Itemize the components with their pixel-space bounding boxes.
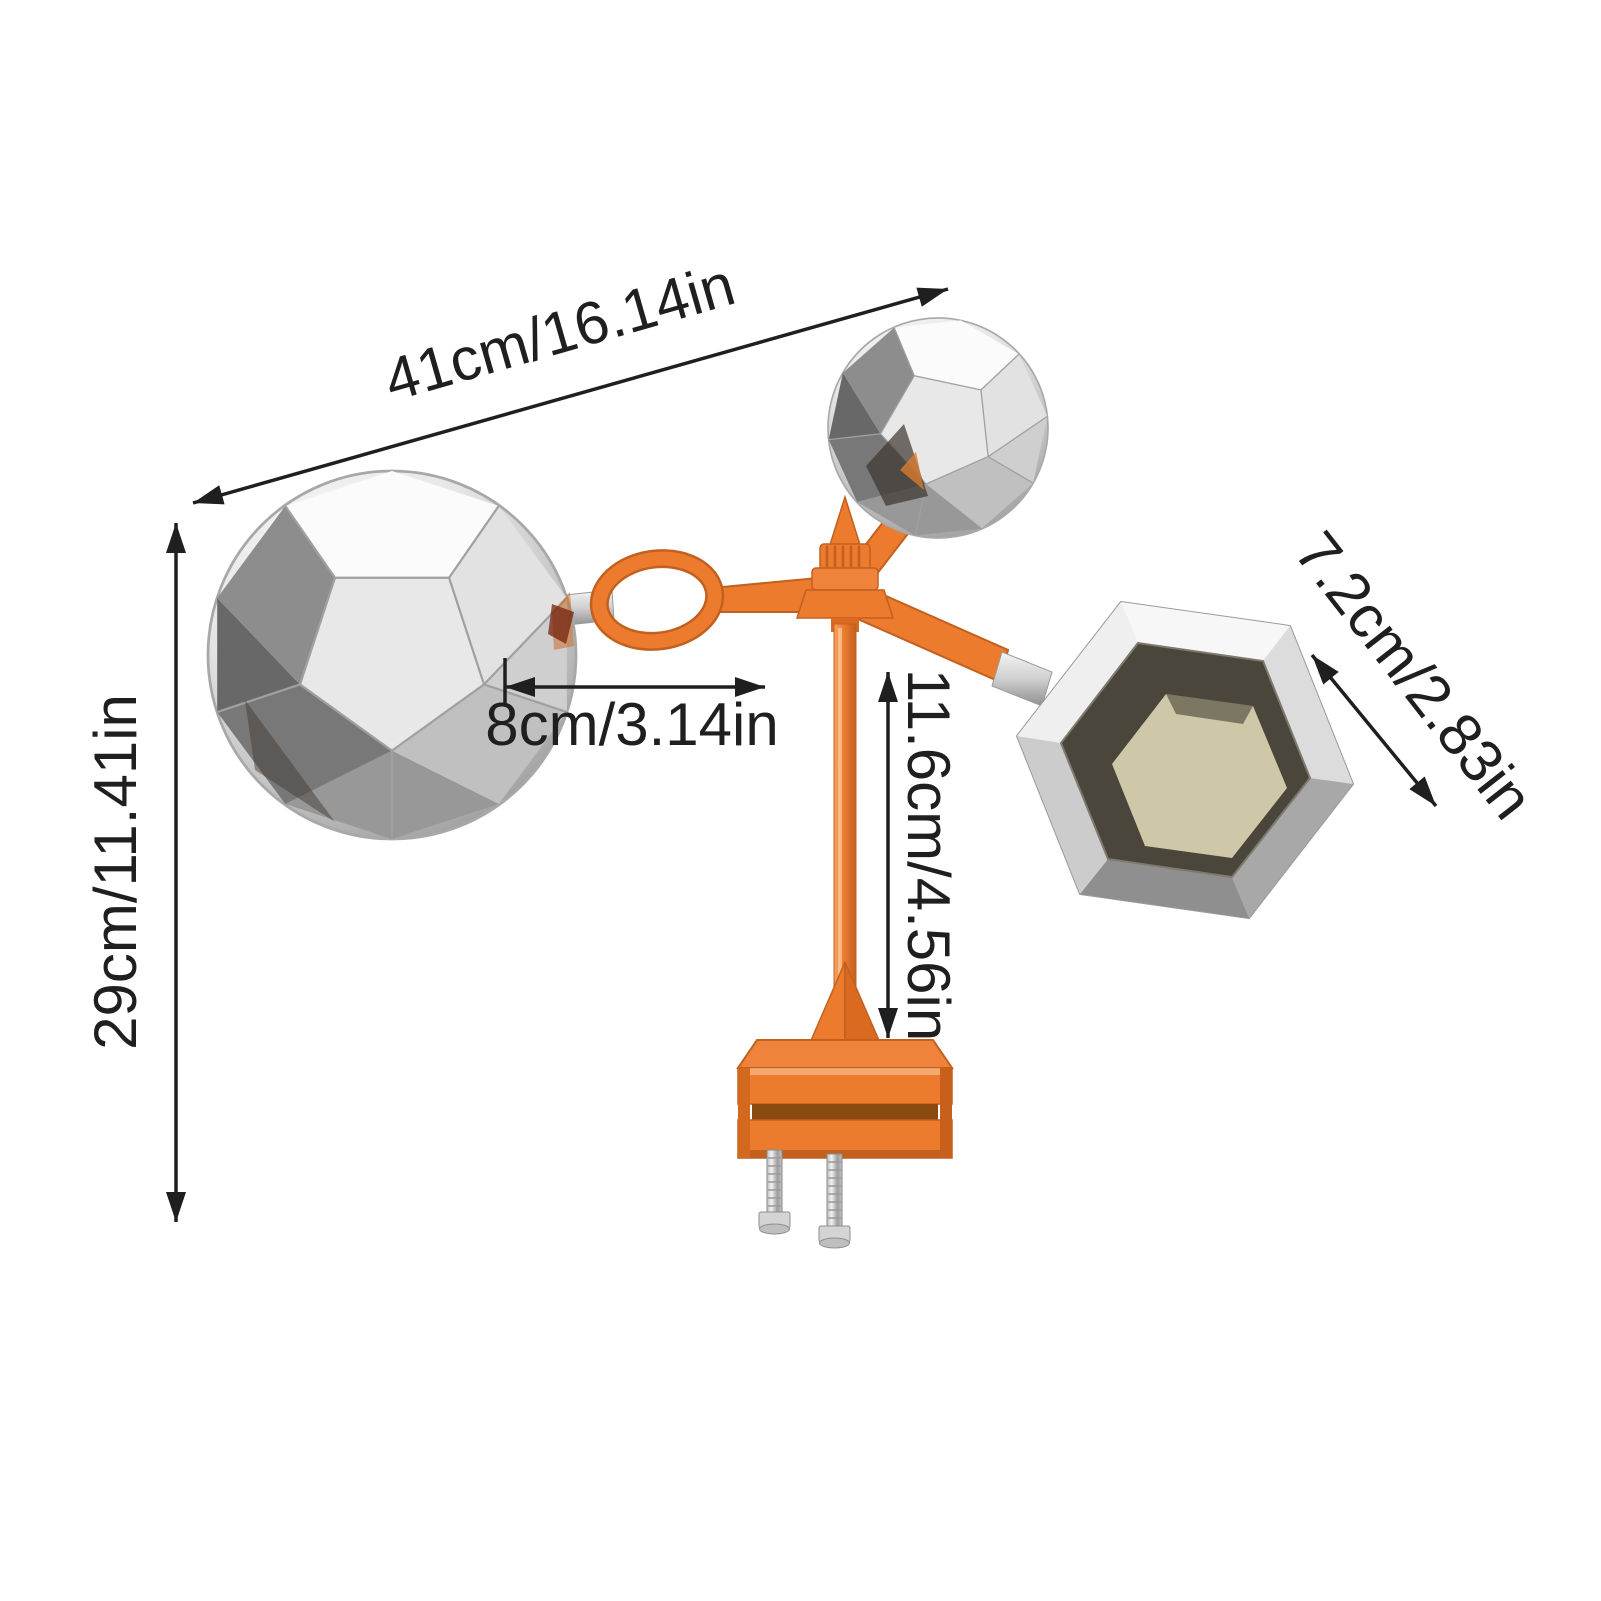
pole-fin-left	[804, 961, 846, 1053]
dim-arm-offset-label: 8cm/3.14in	[485, 691, 779, 758]
pole-fin-right	[844, 961, 886, 1053]
hub-collar	[811, 567, 879, 591]
dim-total-height: 29cm/11.41in	[82, 523, 186, 1222]
clamp-gap	[752, 1104, 938, 1120]
wind-spinner-illustration	[206, 296, 1355, 1249]
left-reflector-ball	[206, 469, 578, 841]
mounting-pole	[804, 623, 886, 1053]
dim-arm-offset: 8cm/3.14in	[485, 658, 779, 758]
clamp-bolt-right	[818, 1153, 851, 1249]
right-steel-stub	[991, 651, 1053, 707]
dim-total-height-label: 29cm/11.41in	[82, 694, 149, 1050]
mounting-clamp	[736, 1039, 954, 1159]
left-ball-joint-shadow	[548, 604, 574, 644]
dim-total-width-label: 41cm/16.14in	[377, 250, 742, 414]
clamp-bolts	[758, 1149, 851, 1249]
counterweight-ring	[589, 549, 725, 651]
right-reflector-disc	[1015, 600, 1355, 920]
hub-flange	[795, 589, 895, 619]
clamp-bolt-left	[758, 1149, 791, 1235]
disc-back-face	[1112, 694, 1287, 858]
clamp-top-plate	[736, 1039, 954, 1069]
hub-spike	[827, 494, 863, 549]
dim-pole-height: 11.6cm/4.56in	[878, 669, 962, 1041]
dim-pole-height-label: 11.6cm/4.56in	[895, 669, 962, 1041]
top-reflector-ball	[806, 296, 1070, 560]
